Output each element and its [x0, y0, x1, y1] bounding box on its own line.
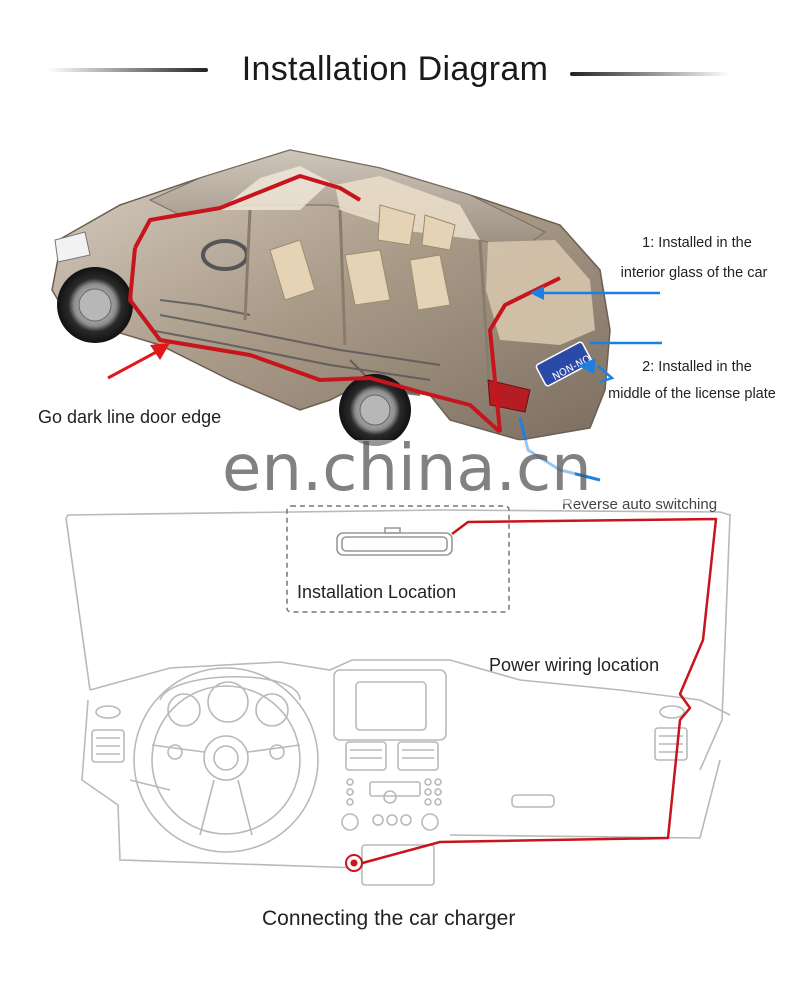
- interior-glass-arrow-icon: [530, 286, 544, 300]
- label-interior-glass-1: 1: Installed in the: [642, 235, 752, 251]
- title-rule-left: [48, 68, 208, 72]
- label-door-edge: Go dark line door edge: [38, 407, 222, 427]
- label-reverse-switching: Reverse auto switching: [562, 496, 718, 513]
- car-body: NON-NO: [51, 149, 611, 441]
- charger-socket-icon: [345, 854, 363, 872]
- dashboard-drawing: [65, 509, 731, 886]
- label-license-plate-2: middle of the license plate: [608, 386, 776, 402]
- power-wiring-route: [354, 517, 718, 867]
- label-car-charger: Connecting the car charger: [262, 907, 516, 930]
- label-interior-glass-2: interior glass of the car: [620, 265, 768, 281]
- label-power-wiring-location: Power wiring location: [489, 655, 660, 675]
- license-plate-pointer: [590, 341, 662, 384]
- red-wire-rear-hatch: [488, 276, 561, 433]
- front-wheel: [57, 267, 133, 343]
- rearview-mirror: [336, 527, 453, 556]
- door-edge-arrow: [107, 343, 170, 380]
- watermark-band: [215, 440, 575, 504]
- rear-wheel: [339, 374, 411, 446]
- label-license-plate-1: 2: Installed in the: [642, 359, 752, 375]
- red-wire-door-edge: [128, 174, 502, 434]
- label-installation-location: Installation Location: [297, 582, 457, 602]
- page-title: Installation Diagram: [241, 50, 549, 88]
- watermark-text: en.china.cn: [222, 432, 592, 506]
- title-rule-right: [570, 72, 730, 76]
- license-plate-arrow-icon: [578, 358, 596, 374]
